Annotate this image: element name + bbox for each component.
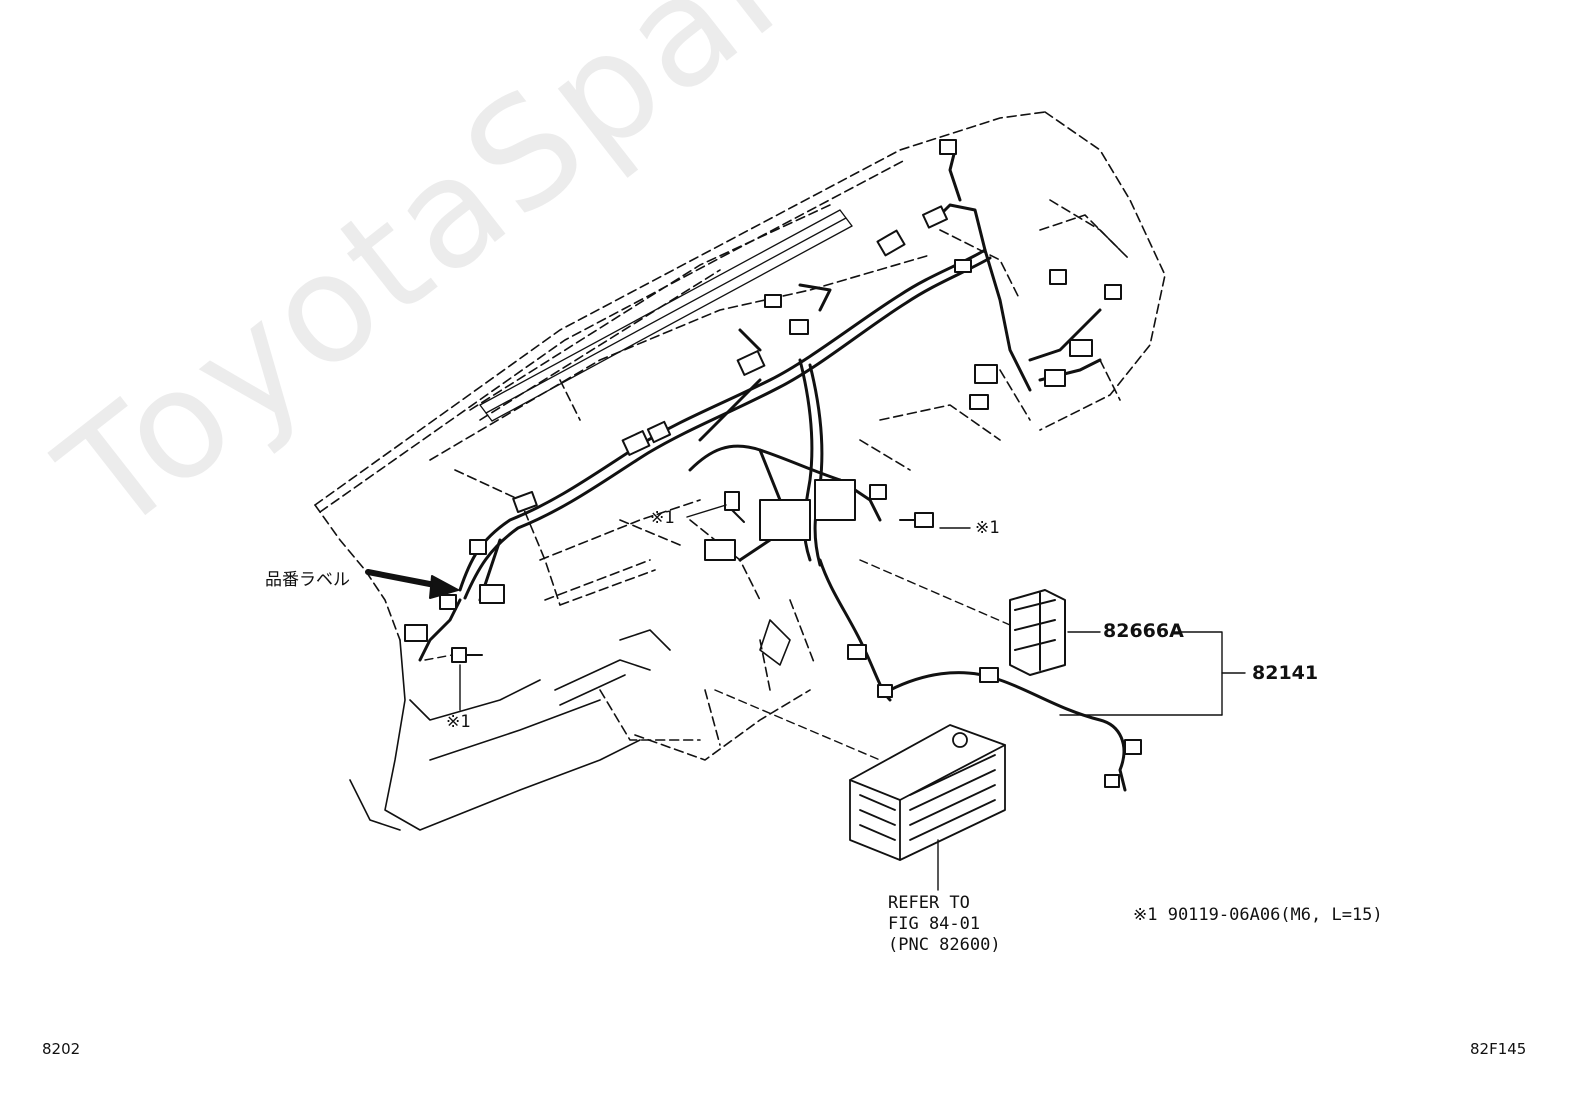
bolt-note: ※1 90119-06A06(M6, L=15) — [1133, 905, 1383, 925]
bolt-lower — [451, 647, 483, 663]
part-number-82141[interactable]: 82141 — [1252, 662, 1319, 684]
refer-line-2: FIG 84-01 — [888, 914, 981, 934]
part-number-label-jp: 品番ラベル — [265, 570, 350, 590]
bolt-left — [724, 491, 745, 523]
refer-line-3: (PNC 82600) — [888, 935, 1001, 955]
part-number-82666A[interactable]: 82666A — [1103, 620, 1184, 642]
bolt-right — [899, 512, 934, 528]
vent-grille — [479, 209, 853, 422]
relay-block — [1009, 589, 1066, 676]
refer-line-1: REFER TO — [888, 893, 970, 913]
junction-block — [849, 724, 1006, 861]
bolt-ref-left: ※1 — [650, 508, 675, 528]
lower-panel-lines — [349, 619, 791, 831]
label-arrow — [365, 569, 459, 599]
dashed-leaders — [424, 559, 1011, 761]
footer-right-code: 82F145 — [1470, 1040, 1527, 1058]
bolt-ref-right: ※1 — [975, 518, 1000, 538]
leader-lines — [459, 504, 1246, 891]
bolt-ref-lower: ※1 — [446, 712, 471, 732]
connectors — [404, 139, 1142, 788]
footer-left-code: 8202 — [42, 1040, 81, 1058]
